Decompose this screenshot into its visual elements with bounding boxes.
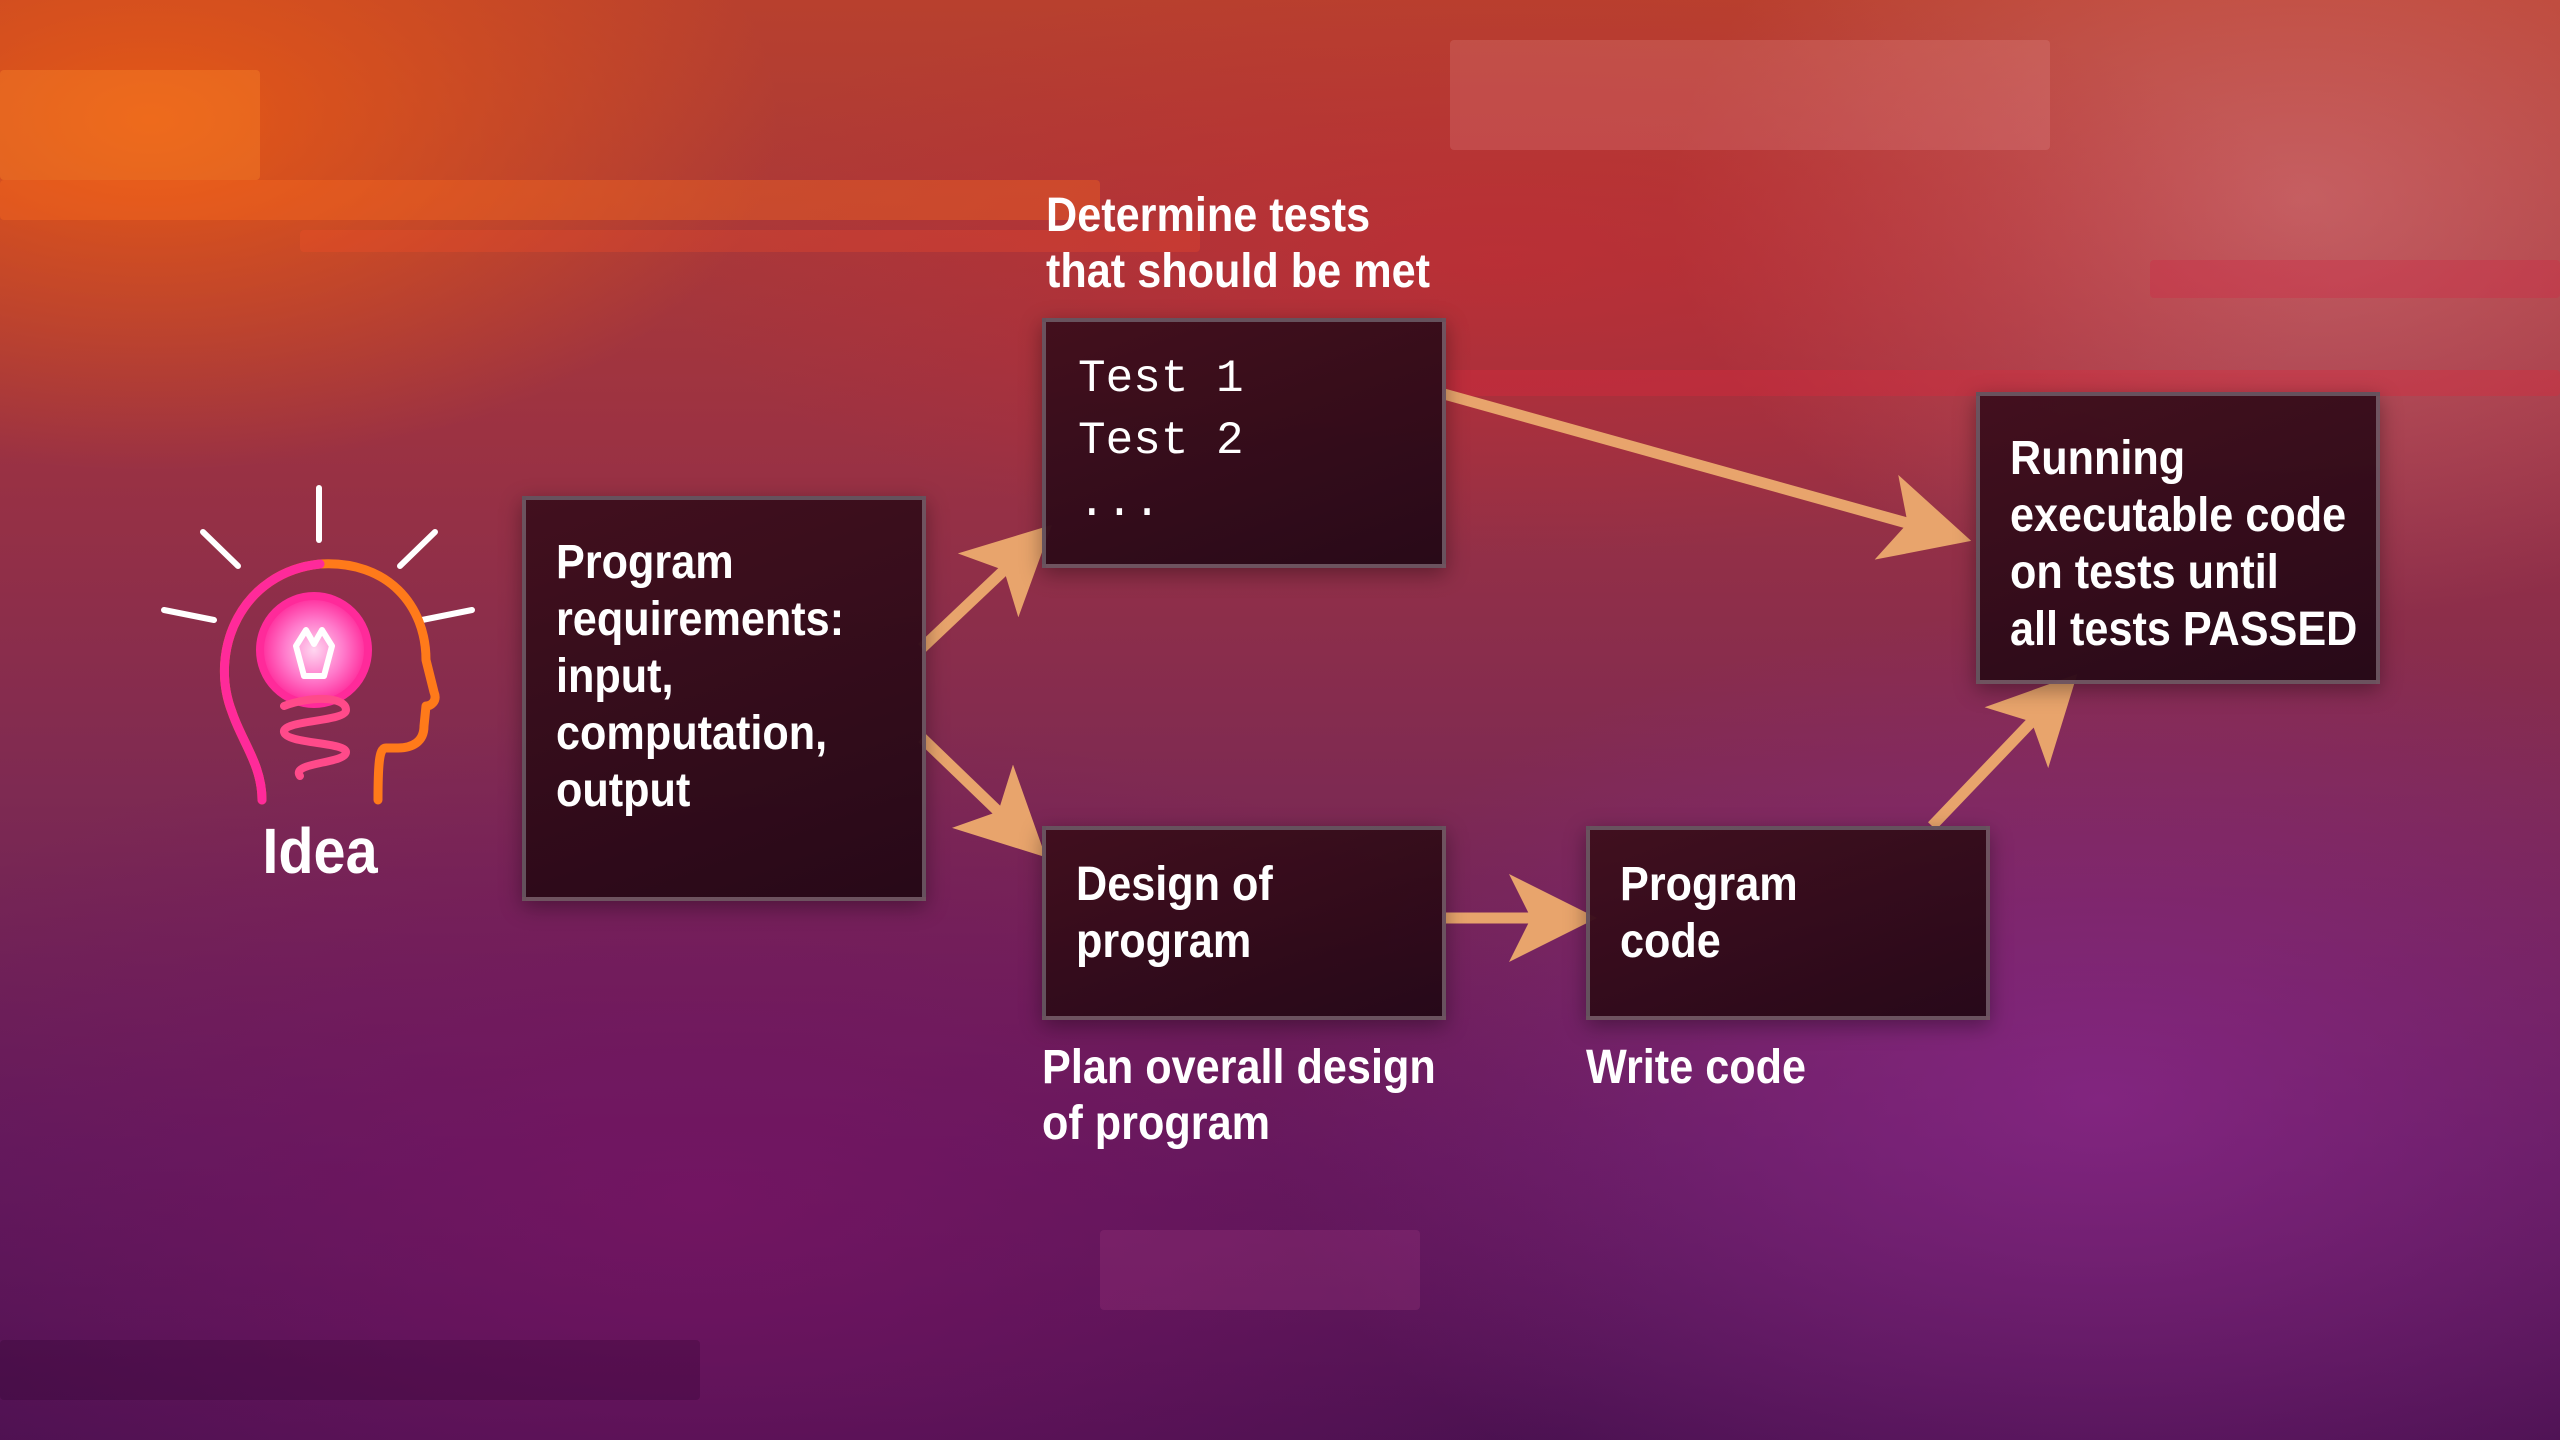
tests-caption: Determine tests that should be met — [1046, 188, 1430, 300]
design-box: Design of program — [1042, 826, 1446, 1020]
running-text: Running executable code on tests until a… — [2010, 430, 2357, 658]
requirements-line: output — [556, 764, 691, 817]
arrow-code-to-running — [1928, 674, 2078, 830]
arrow-requirements-to-tests — [918, 524, 1052, 652]
running-line: executable code — [2010, 489, 2347, 542]
design-caption: Plan overall design of program — [1042, 1040, 1436, 1152]
design-line: program — [1076, 915, 1252, 968]
idea-label: Idea — [262, 815, 378, 887]
code-line: Program — [1620, 858, 1798, 911]
code-text: Program code — [1620, 856, 1798, 970]
code-box: Program code — [1586, 826, 1990, 1020]
requirements-line: Program — [556, 536, 734, 589]
code-caption: Write code — [1586, 1040, 1806, 1096]
requirements-box: Program requirements: input, computation… — [522, 496, 926, 901]
test-item: ... — [1078, 477, 1161, 529]
requirements-line: requirements: — [556, 593, 845, 646]
running-box: Running executable code on tests until a… — [1976, 392, 2380, 684]
tests-box: Test 1 Test 2 ... — [1042, 318, 1446, 568]
design-caption-line: Plan overall design — [1042, 1041, 1436, 1094]
running-line: on tests until — [2010, 546, 2279, 599]
test-item: Test 2 — [1078, 415, 1244, 467]
design-text: Design of program — [1076, 856, 1273, 970]
arrow-requirements-to-design — [918, 734, 1046, 858]
design-caption-line: of program — [1042, 1097, 1271, 1150]
test-item: Test 1 — [1078, 353, 1244, 405]
requirements-line: input, — [556, 650, 674, 703]
running-line: Running — [2010, 432, 2186, 485]
lightbulb-head-icon — [161, 485, 475, 805]
running-line: all tests PASSED — [2010, 603, 2358, 656]
tests-caption-line: Determine tests — [1046, 189, 1371, 242]
requirements-line: computation, — [556, 707, 828, 760]
design-line: Design of — [1076, 858, 1273, 911]
requirements-text: Program requirements: input, computation… — [556, 534, 844, 819]
code-caption-line: Write code — [1586, 1041, 1807, 1094]
tests-caption-line: that should be met — [1046, 245, 1431, 298]
arrow-tests-to-running — [1442, 388, 1972, 560]
tests-list: Test 1 Test 2 ... — [1078, 348, 1244, 534]
code-line: code — [1620, 915, 1721, 968]
